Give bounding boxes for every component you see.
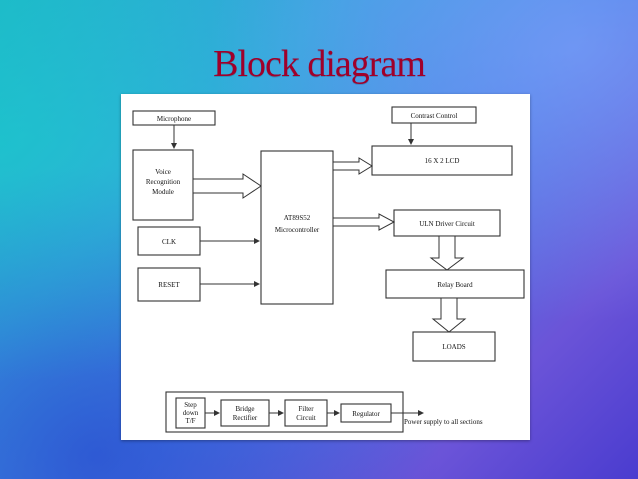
stepdown-block: Step down T/F — [175, 397, 206, 429]
microcontroller-block: AT89S52 Microcontroller — [260, 150, 334, 305]
filter-line1: Filter — [298, 405, 314, 413]
regulator-block: Regulator — [340, 403, 392, 423]
mcu-to-uln-arrow — [332, 213, 396, 231]
voice-label-line3: Module — [152, 188, 174, 196]
mcu-label-line1: AT89S52 — [284, 214, 311, 222]
bridge-line1: Bridge — [235, 405, 254, 413]
regulator-label: Regulator — [352, 410, 380, 418]
contrast-label: Contrast Control — [411, 112, 458, 120]
microphone-block: Microphone — [132, 110, 216, 126]
reset-block: RESET — [137, 267, 201, 302]
block-diagram: Microphone Voice Recognition Module CLK … — [132, 106, 525, 433]
loads-block: LOADS — [412, 331, 496, 362]
uln-driver-block: ULN Driver Circuit — [393, 209, 501, 237]
voice-recognition-block: Voice Recognition Module — [132, 149, 194, 221]
microphone-label: Microphone — [157, 115, 191, 123]
stepdown-line3: T/F — [185, 417, 195, 425]
reset-label: RESET — [158, 281, 180, 289]
relay-board-block: Relay Board — [385, 269, 525, 299]
relay-label: Relay Board — [437, 281, 473, 289]
clk-block: CLK — [137, 226, 201, 256]
block-diagram-panel: Microphone Voice Recognition Module CLK … — [121, 94, 530, 440]
mcu-label-line2: Microcontroller — [275, 226, 320, 234]
filter-line2: Circuit — [296, 414, 315, 422]
slide-title: Block diagram — [213, 43, 426, 85]
lcd-label: 16 X 2 LCD — [425, 157, 460, 165]
bridge-line2: Rectifier — [233, 414, 258, 422]
voice-label-line2: Recognition — [146, 178, 181, 186]
contrast-control-block: Contrast Control — [391, 106, 477, 124]
voice-label-line1: Voice — [155, 168, 171, 176]
uln-to-relay-arrow — [429, 235, 465, 271]
loads-label: LOADS — [442, 343, 465, 351]
mcu-to-lcd-arrow — [332, 157, 373, 175]
bridge-rectifier-block: Bridge Rectifier — [220, 399, 270, 427]
power-supply-note: Power supply to all sections — [404, 418, 483, 426]
lcd-block: 16 X 2 LCD — [371, 145, 513, 176]
clk-label: CLK — [162, 238, 176, 246]
relay-to-loads-arrow — [431, 297, 467, 333]
uln-label: ULN Driver Circuit — [419, 220, 475, 228]
voice-to-mcu-arrow — [192, 173, 262, 199]
stepdown-line2: down — [183, 409, 199, 417]
filter-circuit-block: Filter Circuit — [284, 399, 328, 427]
stepdown-line1: Step — [184, 401, 197, 409]
